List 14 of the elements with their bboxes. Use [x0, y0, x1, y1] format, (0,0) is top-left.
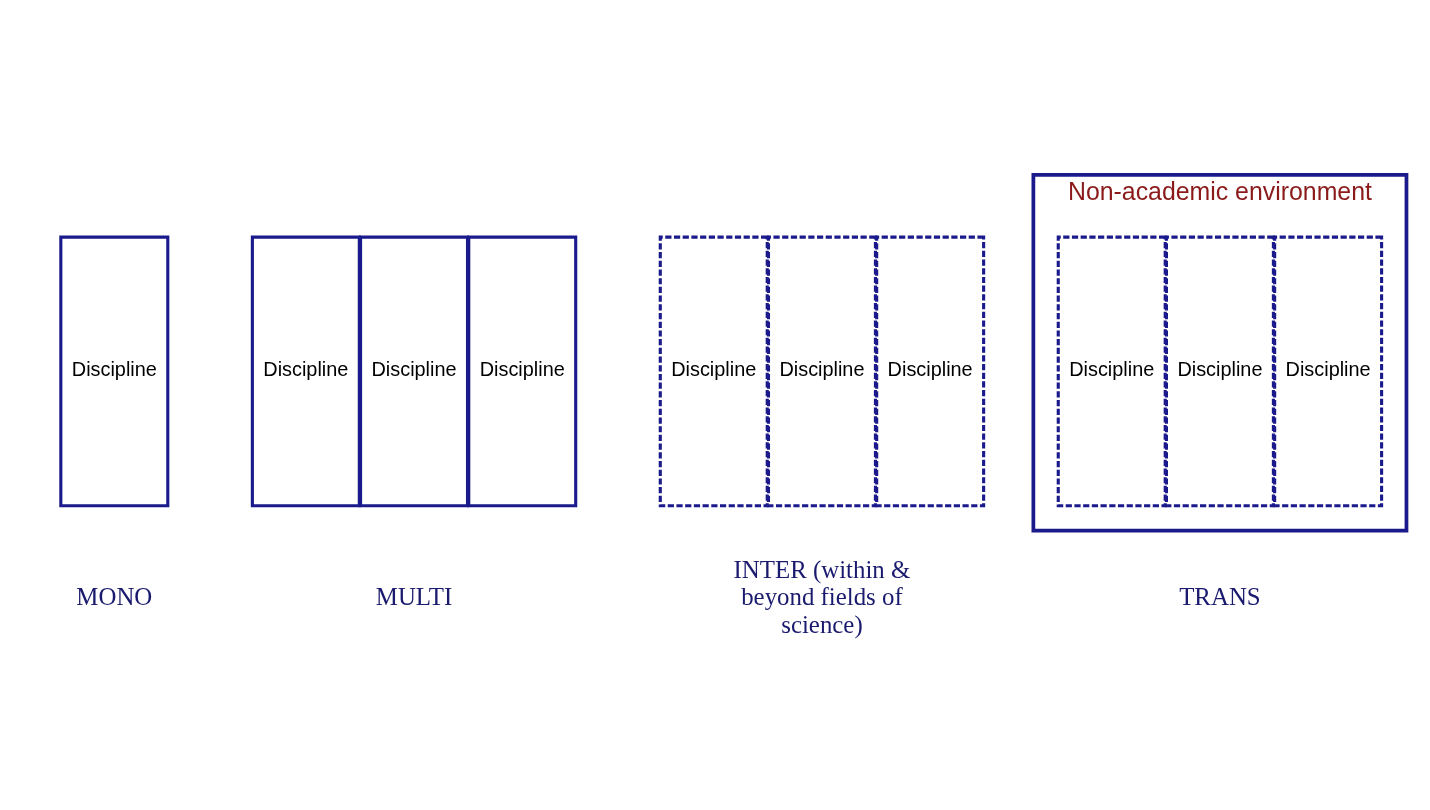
node-box: Discipline	[1056, 235, 1167, 508]
node-box: Discipline	[1164, 235, 1275, 508]
node-box: Discipline	[250, 235, 361, 508]
node-box: Discipline	[1273, 235, 1384, 508]
node-box: Discipline	[467, 235, 578, 508]
label: TRANS	[1179, 583, 1261, 611]
node-box: Discipline	[766, 235, 877, 508]
label: MULTI	[375, 583, 453, 611]
node-box: Discipline	[875, 235, 986, 508]
label: MONO	[76, 583, 153, 611]
node-box: Discipline	[59, 235, 170, 508]
node-box: Discipline	[658, 235, 769, 508]
label: INTER (within & beyond fields of science)	[733, 555, 911, 638]
node-box: Discipline	[359, 235, 470, 508]
